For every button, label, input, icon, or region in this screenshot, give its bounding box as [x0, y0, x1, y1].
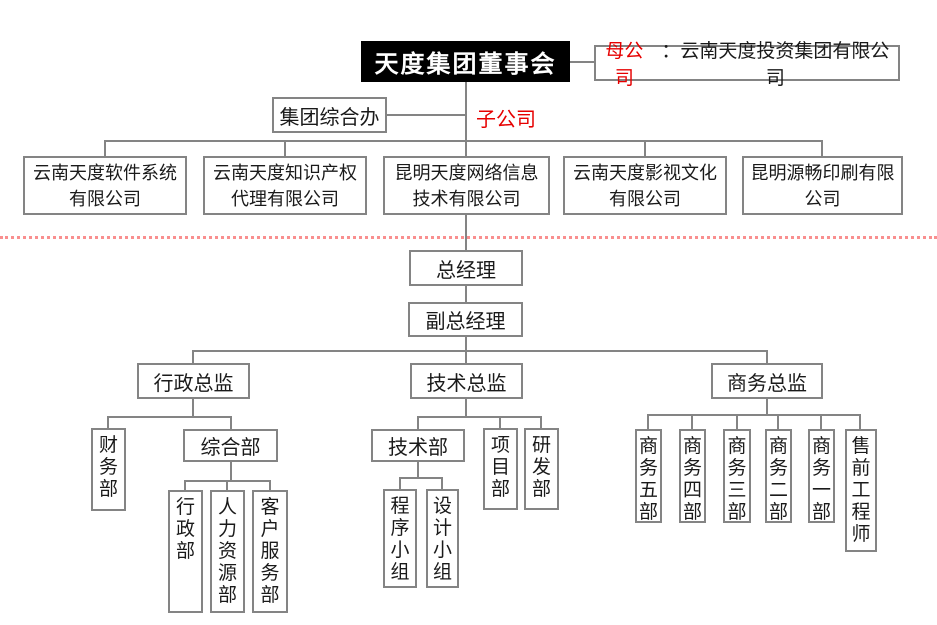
connector-line — [105, 140, 823, 142]
connector-line — [226, 480, 228, 490]
group-office-box: 集团综合办 — [272, 97, 387, 133]
connector-line — [766, 350, 768, 363]
connector-line — [570, 61, 594, 63]
connector-line — [284, 140, 286, 156]
finance-dept-box: 财务部 — [91, 428, 126, 511]
admin-director-box: 行政总监 — [137, 363, 250, 399]
project-dept-box: 项目部 — [483, 428, 518, 510]
parent-company-name: ：云南天度投资集团有限公司 — [661, 41, 890, 89]
connector-line — [766, 399, 768, 415]
connector-line — [107, 416, 232, 418]
programming-team-box: 程序小组 — [383, 489, 417, 588]
business-dept-2-box: 商务二部 — [765, 429, 792, 523]
connector-line — [540, 416, 542, 428]
business-dept-5-box: 商务五部 — [635, 429, 662, 523]
company-box: 云南天度知识产权 代理有限公司 — [203, 156, 367, 215]
connector-line — [821, 140, 823, 156]
connector-line — [192, 399, 194, 417]
connector-line — [647, 414, 649, 429]
connector-line — [193, 350, 767, 352]
connector-line — [399, 477, 401, 489]
connector-line — [859, 414, 861, 429]
business-dept-1-box: 商务一部 — [808, 429, 835, 523]
connector-line — [465, 215, 467, 250]
subsidiary-label: 子公司 — [476, 109, 536, 131]
connector-line — [465, 399, 467, 417]
connector-line — [269, 480, 271, 490]
general-manager-box: 总经理 — [409, 250, 523, 286]
connector-line — [499, 416, 501, 428]
business-dept-3-box: 商务三部 — [723, 429, 751, 523]
company-box: 昆明源畅印刷有限 公司 — [742, 156, 903, 215]
company-box: 云南天度影视文化 有限公司 — [563, 156, 727, 215]
connector-line — [184, 480, 186, 490]
connector-line — [230, 416, 232, 429]
business-dept-4-box: 商务四部 — [679, 429, 706, 523]
design-team-box: 设计小组 — [426, 489, 459, 588]
connector-line — [441, 477, 443, 489]
customer-service-dept-box: 客户服务部 — [252, 490, 288, 613]
connector-line — [192, 350, 194, 363]
deputy-general-manager-box: 副总经理 — [408, 302, 523, 337]
general-office-box: 综合部 — [183, 429, 278, 462]
connector-line — [417, 416, 419, 429]
connector-line — [417, 462, 419, 478]
tech-director-box: 技术总监 — [410, 363, 523, 399]
company-box: 昆明天度网络信息 技术有限公司 — [383, 156, 550, 215]
connector-line — [387, 114, 465, 116]
separator-dotted-line — [0, 236, 937, 239]
connector-line — [230, 462, 232, 480]
company-box: 云南天度软件系统 有限公司 — [23, 156, 187, 215]
presales-engineer-box: 售前工程师 — [845, 429, 877, 552]
hr-dept-box: 人力资源部 — [210, 490, 245, 613]
connector-line — [104, 140, 106, 156]
admin-dept-box: 行政部 — [168, 490, 203, 613]
rnd-dept-box: 研发部 — [524, 428, 559, 510]
business-director-box: 商务总监 — [711, 363, 823, 399]
connector-line — [107, 416, 109, 428]
connector-line — [648, 414, 861, 416]
parent-company-box: 母公司 ：云南天度投资集团有限公司 — [594, 41, 900, 89]
connector-line — [465, 286, 467, 302]
connector-line — [691, 414, 693, 429]
connector-line — [399, 477, 443, 479]
connector-line — [736, 414, 738, 429]
connector-line — [417, 416, 541, 418]
connector-line — [820, 414, 822, 429]
connector-line — [777, 414, 779, 429]
connector-line — [644, 140, 646, 156]
connector-line — [465, 82, 467, 156]
tech-dept-box: 技术部 — [371, 429, 465, 462]
parent-company-label: 母公司 — [605, 41, 644, 89]
board-box: 天度集团董事会 — [361, 41, 570, 82]
